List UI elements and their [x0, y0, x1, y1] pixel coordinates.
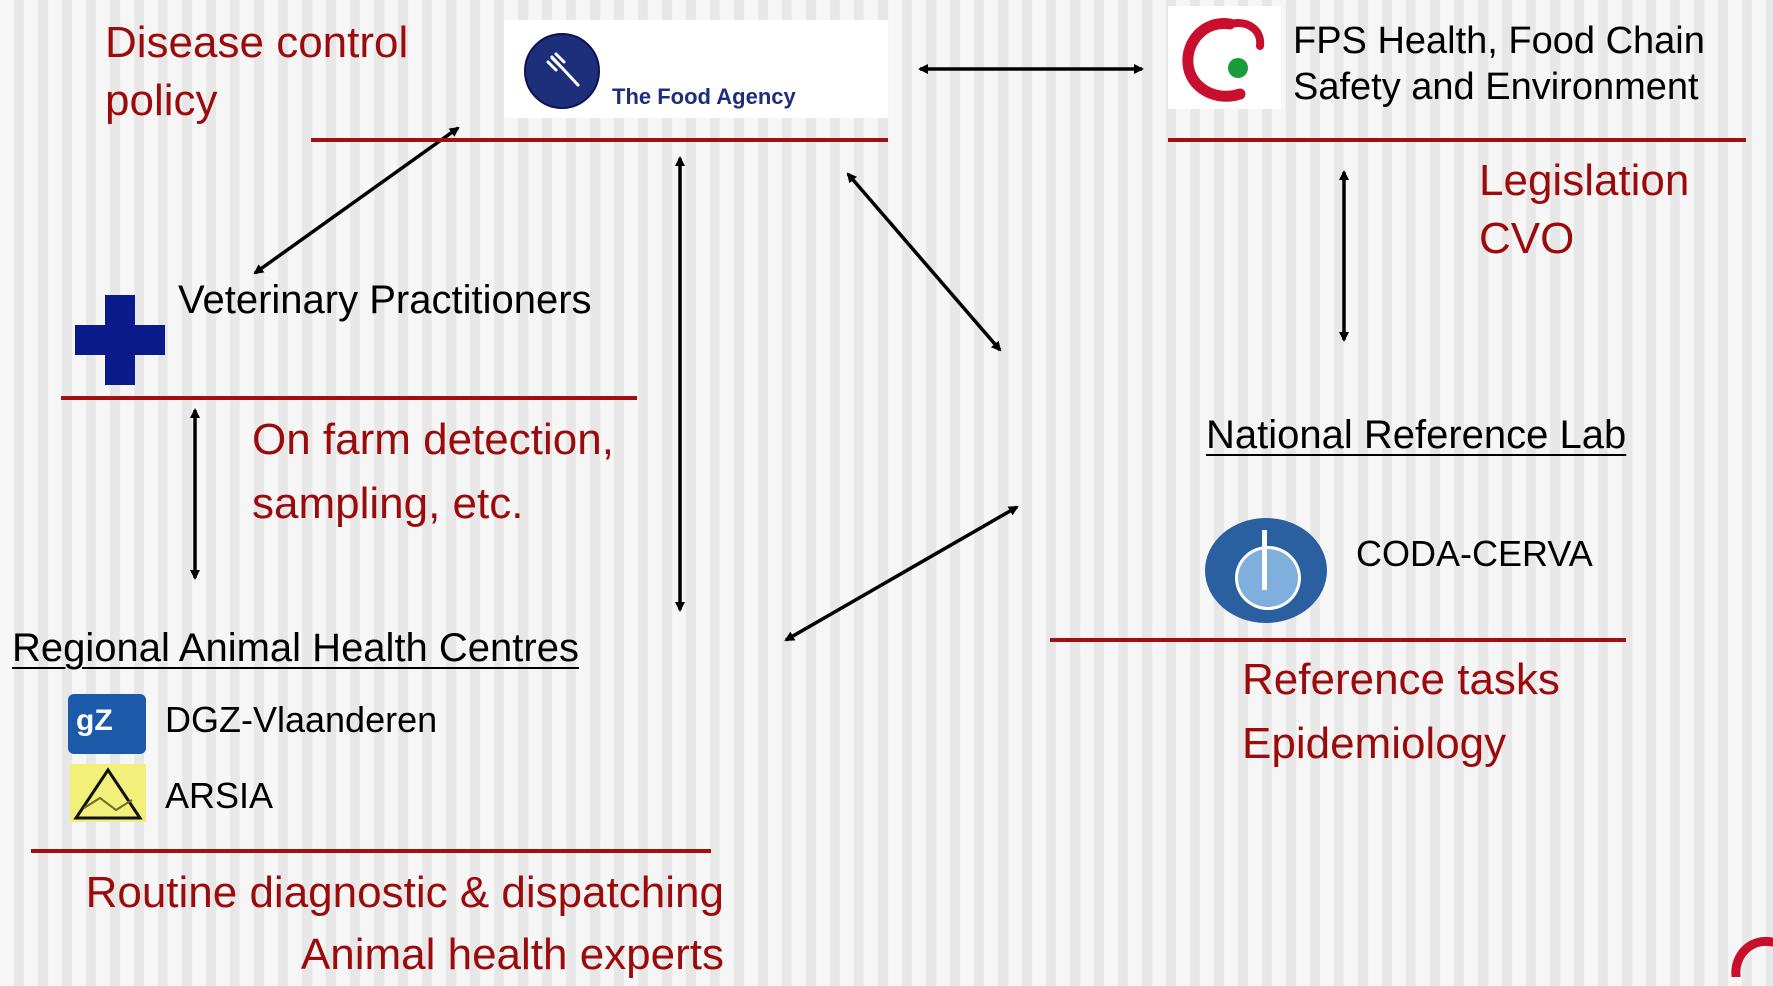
nrl-title: National Reference Lab [1206, 413, 1627, 457]
dgz-logo-icon: gZ [68, 694, 146, 754]
food-agency-name: The Food Agency [612, 84, 796, 109]
nrl-divider [1050, 638, 1626, 642]
cross-icon [75, 295, 165, 385]
fps-divider [1168, 138, 1746, 142]
corner-swirl-logo-icon [1720, 932, 1773, 977]
agency-divider [311, 138, 888, 142]
vets-divider [61, 396, 637, 400]
regional-item-label: ARSIA [165, 775, 274, 816]
fps-label: FPS Health, Food Chain Safety and Enviro… [1293, 20, 1705, 108]
coda-cerva-logo-icon [1205, 518, 1327, 623]
fps-logo [1168, 6, 1281, 109]
regional-item-label: DGZ-Vlaanderen [165, 699, 438, 740]
fork-icon [524, 33, 600, 109]
arrow-agency-vets [253, 126, 460, 275]
reference-label: Reference tasks Epidemiology [1242, 655, 1560, 768]
regional-title: Regional Animal Health Centres [12, 626, 579, 670]
arrow-regional-nrl [784, 505, 1019, 642]
food-agency-logo: The Food Agency [504, 20, 888, 118]
swirl-logo-icon [1182, 18, 1265, 102]
nrl-org: CODA-CERVA [1356, 533, 1593, 574]
policy-label: Disease control policy [105, 18, 409, 125]
onfarm-label: On farm detection, sampling, etc. [252, 415, 614, 528]
arrow-agency-nrl [846, 172, 1002, 352]
routine-label: Routine diagnostic & dispatching Animal … [85, 868, 724, 979]
regional-divider [31, 849, 711, 853]
arsia-logo-icon [70, 764, 146, 822]
legislation-label: Legislation CVO [1479, 156, 1690, 263]
vets-title: Veterinary Practitioners [178, 278, 592, 322]
